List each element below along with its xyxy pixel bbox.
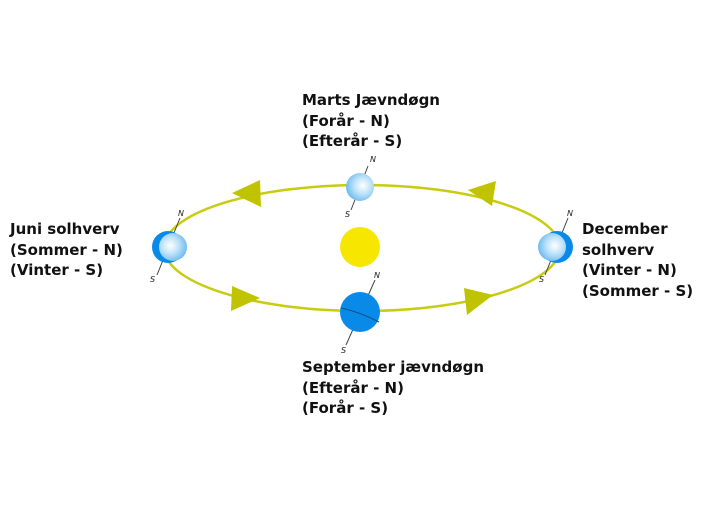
label-line: (Sommer - N) (10, 240, 123, 259)
earth-december: N S (538, 209, 573, 284)
label-line: December (582, 220, 668, 238)
direction-arrow (464, 288, 493, 315)
svg-text:N: N (567, 209, 573, 218)
label-line: (Efterår - S) (302, 132, 403, 150)
label-line: solhverv (582, 240, 655, 259)
svg-text:N: N (370, 155, 376, 164)
earth-september: N S (340, 271, 380, 355)
svg-text:N: N (374, 271, 380, 280)
svg-text:S: S (345, 210, 350, 219)
label-line: September jævndøgn (302, 358, 484, 376)
label-line: (Forår - N) (302, 111, 390, 130)
direction-arrow (231, 286, 260, 311)
label-line: (Efterår - N) (302, 378, 404, 397)
direction-arrow (468, 181, 496, 206)
label-line: (Vinter - S) (10, 261, 104, 279)
direction-arrow (232, 180, 261, 207)
label-line: Juni solhverv (10, 220, 120, 238)
label-line: (Vinter - N) (582, 261, 677, 279)
label-june-solstice: Juni solhverv (Sommer - N) (Vinter - S) (10, 219, 123, 281)
svg-text:S: S (341, 346, 346, 355)
svg-text:N: N (178, 209, 184, 218)
label-line: (Forår - S) (302, 399, 389, 417)
svg-text:S: S (539, 275, 544, 284)
sun (340, 227, 380, 267)
label-september-equinox: September jævndøgn (Efterår - N) (Forår … (302, 357, 484, 419)
earth-march: N S (345, 155, 376, 219)
svg-text:S: S (150, 275, 155, 284)
label-december-solstice: December solhverv (Vinter - N) (Sommer -… (582, 219, 693, 301)
label-line: Marts Jævndøgn (302, 91, 440, 109)
label-march-equinox: Marts Jævndøgn (Forår - N) (Efterår - S) (302, 90, 440, 152)
label-line: (Sommer - S) (582, 281, 694, 300)
earth-june: N S (150, 209, 187, 284)
